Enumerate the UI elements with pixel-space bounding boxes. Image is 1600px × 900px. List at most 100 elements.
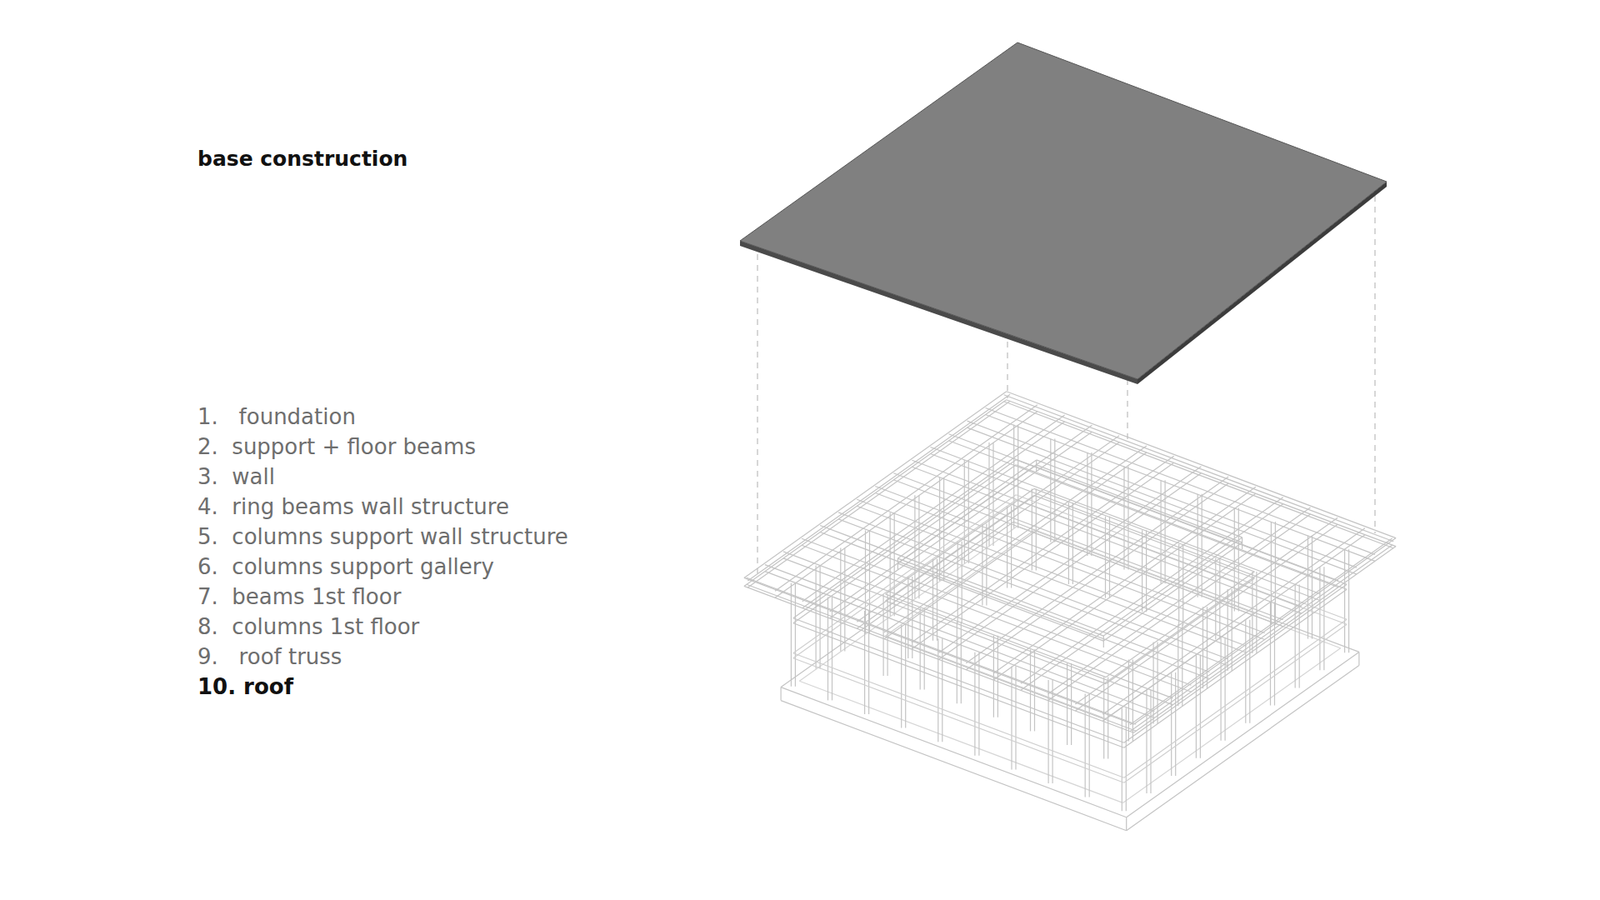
component-label: 7. beams 1st floor <box>197 581 401 612</box>
roof-plate <box>740 42 1387 385</box>
frame-member <box>1051 680 1053 784</box>
frame-member <box>957 541 959 624</box>
frame-member <box>1085 694 1086 798</box>
frame-member <box>924 608 925 690</box>
frame-member <box>907 576 909 659</box>
frame-member <box>1075 517 1338 705</box>
frame-member <box>985 415 1376 562</box>
frame-member <box>1197 494 1199 598</box>
projection-line <box>756 243 758 574</box>
frame-member <box>793 623 1125 748</box>
frame-member <box>1344 549 1345 653</box>
frame-member <box>1150 690 1151 794</box>
frame-member <box>897 563 1104 641</box>
frame-member <box>1006 400 1396 547</box>
frame-member <box>897 460 1036 559</box>
frame-member <box>1015 665 1016 770</box>
frame-member <box>1126 665 1360 830</box>
frame-member <box>1170 672 1172 776</box>
frame-member <box>1123 466 1125 570</box>
frame-member <box>1130 545 1393 732</box>
frame-member <box>1034 649 1035 731</box>
frame-member <box>1126 651 1360 817</box>
component-label: 2. support + floor beams <box>197 431 476 462</box>
frame-member <box>1299 585 1300 689</box>
frame-member <box>1234 507 1235 611</box>
frame-member <box>1075 524 1338 711</box>
frame-member <box>943 477 945 581</box>
frame-member <box>1224 637 1225 741</box>
frame-member <box>869 530 870 634</box>
frame-member <box>793 618 1125 743</box>
frame-member <box>1124 619 1347 778</box>
frame-member <box>815 565 816 670</box>
frame-member <box>1035 460 1037 472</box>
frame-member <box>1006 391 1396 539</box>
frame-member <box>1195 655 1197 759</box>
roof-surface <box>740 42 1387 380</box>
component-label: 3. wall <box>197 461 275 492</box>
frame-member <box>744 391 1007 579</box>
frame-member <box>795 583 796 687</box>
component-label: 9. roof truss <box>197 641 342 672</box>
component-label: 8. columns 1st floor <box>197 611 420 642</box>
frame-member <box>1133 546 1396 734</box>
frame-member <box>900 625 902 729</box>
frame-member <box>1072 502 1074 585</box>
frame-member <box>819 565 820 670</box>
component-label: 4. ring beams wall structure <box>197 491 510 522</box>
frame-member <box>1175 672 1176 776</box>
frame-member <box>885 594 1107 678</box>
frame-member <box>1124 589 1347 748</box>
frame-member <box>1089 694 1090 798</box>
frame-member <box>844 548 845 652</box>
frame-member <box>1047 680 1049 784</box>
frame-member <box>1145 690 1147 794</box>
frame-member <box>905 625 906 729</box>
frame-member <box>744 585 1134 733</box>
frame-member <box>1004 395 1395 542</box>
frame-member <box>978 652 980 756</box>
frame-member <box>1319 566 1320 670</box>
frame-member <box>1103 542 1242 641</box>
frame-member <box>790 583 792 687</box>
frame-member <box>1307 535 1309 640</box>
component-label: 1. foundation <box>197 401 356 432</box>
frame-member <box>960 621 962 704</box>
frame-member <box>1125 707 1127 811</box>
frame-member <box>1358 651 1360 665</box>
frame-member <box>937 638 939 742</box>
frame-member <box>985 408 1376 555</box>
frame-member <box>1270 521 1272 625</box>
frame-member <box>1125 817 1127 831</box>
frame-member <box>744 400 1007 587</box>
frame-member <box>882 594 884 676</box>
frame-member <box>1130 538 1393 725</box>
frame-member <box>1015 495 1347 620</box>
frame-member <box>885 530 1035 636</box>
frame-member <box>1103 635 1105 648</box>
frame-member <box>793 658 1125 783</box>
frame-member <box>941 638 943 742</box>
frame-member <box>831 596 833 700</box>
frame-member <box>897 558 899 570</box>
frame-member <box>1036 460 1243 538</box>
frame-member <box>1128 660 1130 742</box>
frame-member <box>1070 663 1072 745</box>
frame-member <box>1109 516 1110 599</box>
frame-member <box>1121 707 1123 811</box>
structure-frame <box>744 391 1396 831</box>
frame-member <box>974 652 975 756</box>
frame-member <box>1103 537 1242 636</box>
frame-member <box>1004 401 1395 549</box>
frame-member <box>780 687 781 701</box>
frame-member <box>890 512 891 616</box>
frame-member <box>780 700 1127 831</box>
frame-member <box>897 558 1104 636</box>
frame-member <box>1177 624 1179 706</box>
frame-member <box>744 577 1134 725</box>
frame-member <box>1245 620 1246 724</box>
frame-member <box>1036 465 1243 543</box>
component-label: 10. roof <box>197 671 294 702</box>
projection-line <box>1126 379 1128 442</box>
